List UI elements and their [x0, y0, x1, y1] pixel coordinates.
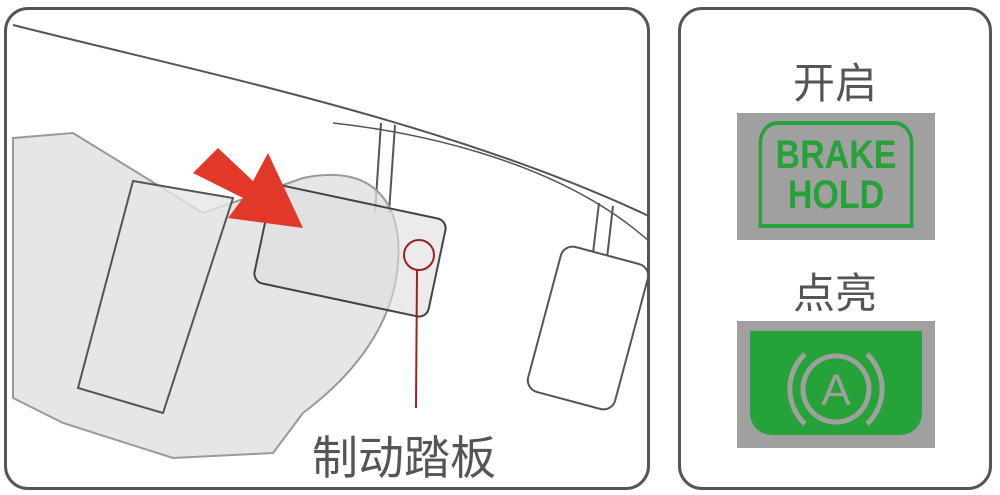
on-label: 开启 — [792, 59, 877, 108]
brake-pedal-label: 制动踏板 — [312, 431, 496, 485]
red-arrow-icon — [193, 148, 303, 228]
brake-text: BRAKE — [775, 133, 897, 177]
brake-pedal-illustration-panel: 制动踏板 — [4, 7, 650, 490]
foot-on-brake-illustration — [12, 24, 647, 460]
pedal-highlight-circle — [403, 239, 435, 271]
car-floor-edge — [332, 122, 647, 241]
indicator-panel: 开启 BRAKE HOLD 点亮 A — [678, 7, 992, 490]
auto-brake-icon: A — [787, 352, 885, 426]
pedal-callout-line — [415, 269, 418, 409]
car-floor-line — [12, 24, 647, 217]
accelerator-pedal — [526, 245, 647, 411]
auto-a-letter: A — [821, 366, 851, 415]
lit-label: 点亮 — [792, 269, 877, 318]
accelerator-arm — [592, 202, 614, 259]
hold-text: HOLD — [787, 173, 885, 217]
brake-pedal — [253, 184, 447, 318]
auto-hold-indicator: A — [737, 321, 935, 448]
shoe-heel — [76, 179, 235, 415]
brake-hold-indicator: BRAKE HOLD — [737, 113, 935, 240]
